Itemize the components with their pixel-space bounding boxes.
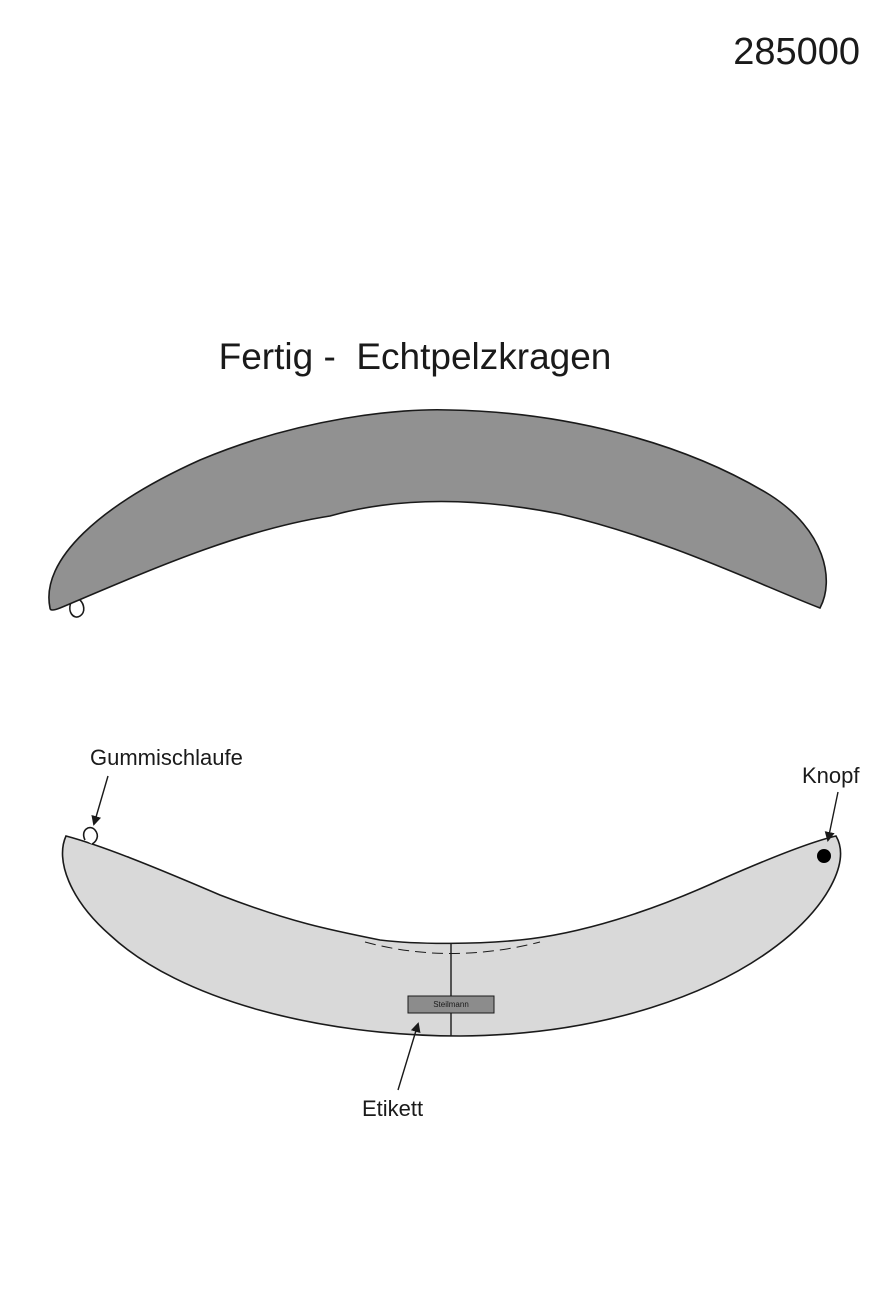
elastic-loop-icon — [82, 826, 99, 845]
tag-callout-arrow — [397, 1022, 421, 1091]
fur-collar-under-view: Steilmann — [61, 826, 842, 1037]
fur-collar-top-view — [48, 408, 827, 618]
fur-collar-shape — [48, 408, 827, 611]
diagram-title: Fertig - Echtpelzkragen — [218, 336, 612, 377]
brand-label-text: Steilmann — [433, 1000, 469, 1009]
top-elastic-loop-icon — [69, 599, 85, 618]
button-callout-arrow — [824, 791, 839, 842]
brand-label-tag — [407, 995, 495, 1014]
callout-label: Etikett — [362, 1096, 424, 1121]
article-number: 285000 — [733, 31, 860, 73]
loop-callout-arrow — [91, 775, 109, 826]
callout-elastic-loop: Gummischlaufe — [90, 745, 243, 770]
callout-button: Knopf — [802, 763, 860, 788]
button-icon — [817, 849, 831, 863]
